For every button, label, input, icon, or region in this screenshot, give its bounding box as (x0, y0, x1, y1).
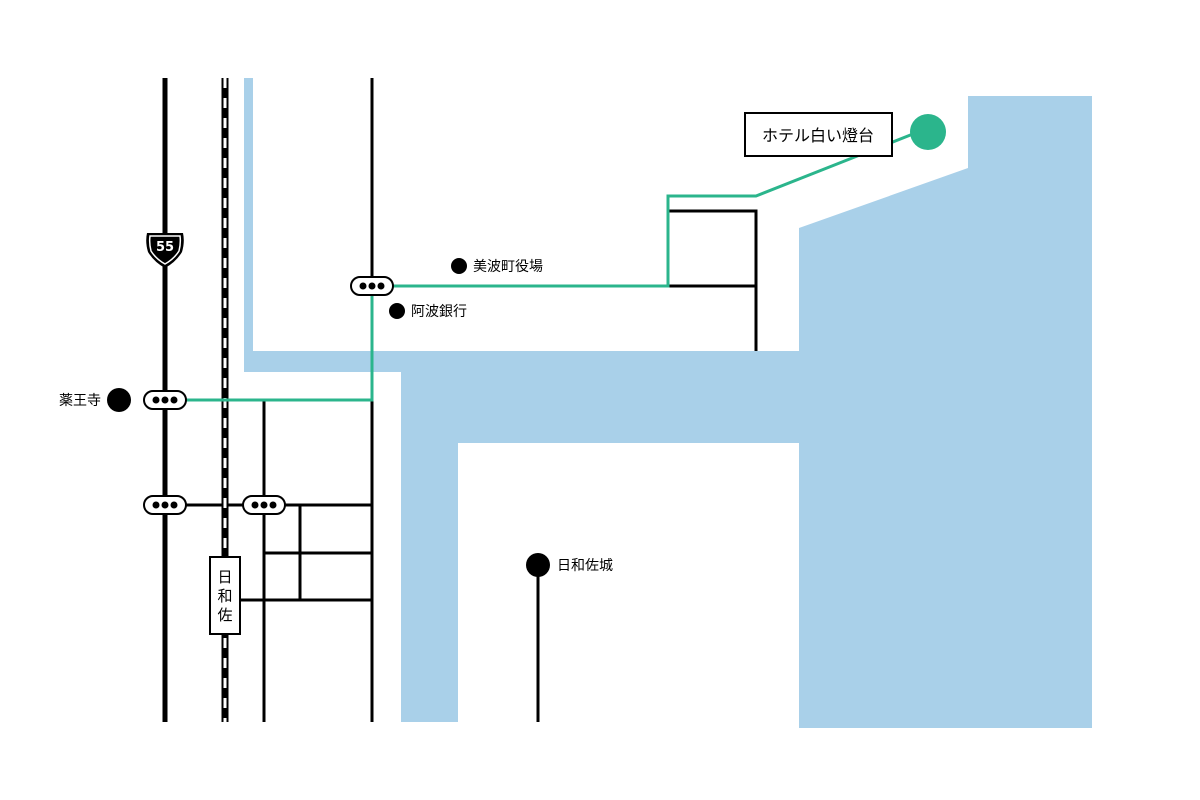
landmark-hiwasa-castle[interactable]: 日和佐城 (526, 553, 613, 577)
landmark-dot-icon (107, 388, 131, 412)
landmark-label: 薬王寺 (59, 393, 101, 409)
destination-label-box (744, 112, 893, 157)
landmark-dot-icon (526, 553, 550, 577)
green-dot-icon (910, 114, 946, 150)
route-55-shield-icon: 55 (146, 233, 184, 268)
landmark-dot-icon (389, 303, 405, 319)
station-char-2: 和 (217, 587, 232, 605)
destination-label: ホテル白い燈台 (762, 126, 874, 145)
landmark-awa-bank[interactable]: 阿波銀行 (389, 303, 467, 320)
landmark-yakuoji[interactable]: 薬王寺 (59, 388, 131, 412)
landmark-label: 阿波銀行 (411, 304, 467, 320)
landmark-dot-icon (451, 258, 467, 274)
destination-hotel[interactable]: ホテル白い燈台 (744, 112, 946, 157)
route-55-number: 55 (156, 240, 174, 255)
sea (244, 78, 1092, 728)
access-route (165, 130, 919, 402)
station-char-1: 日 (217, 568, 232, 586)
station-char-3: 佐 (217, 606, 232, 624)
traffic-signal-icon (143, 495, 187, 515)
street-hotel-block (668, 209, 758, 351)
landmark-label: 美波町役場 (473, 259, 543, 275)
traffic-signal-icon (350, 276, 394, 296)
landmark-town-office[interactable]: 美波町役場 (451, 258, 543, 275)
route-line (165, 130, 919, 402)
traffic-signal-icon (143, 390, 187, 410)
water-layer (244, 78, 1092, 728)
station-hiwasa: 日 和 佐 (209, 556, 241, 635)
traffic-signal-icon (242, 495, 286, 515)
landmark-label: 日和佐城 (557, 558, 613, 574)
